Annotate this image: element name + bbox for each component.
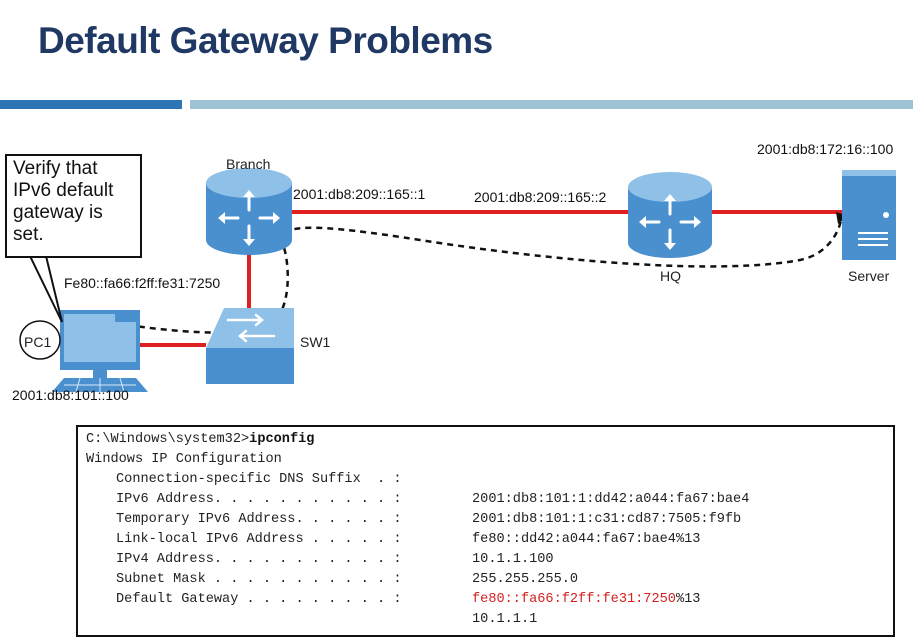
- pc1-label: PC1: [24, 334, 52, 350]
- hq-router-icon: [628, 172, 712, 258]
- console-prompt: C:\Windows\system32>: [86, 432, 250, 447]
- console-row-value: 2001:db8:101:1:c31:cd87:7505:f9fb: [472, 512, 742, 527]
- callout-line: IPv6 default: [13, 180, 114, 201]
- server-icon: [842, 170, 896, 260]
- callout-pointer: [28, 255, 63, 323]
- server-label: Server: [848, 268, 890, 284]
- callout-line: Verify that: [13, 158, 98, 179]
- page-title: Default Gateway Problems: [38, 20, 493, 61]
- server-address: 2001:db8:172:16::100: [757, 141, 894, 157]
- gateway-link-local: fe80::fa66:f2ff:fe31:7250: [472, 592, 676, 607]
- console-row-value: 2001:db8:101:1:dd42:a044:fa67:bae4: [472, 492, 750, 507]
- console-row-label: Subnet Mask . . . . . . . . . . . :: [116, 572, 402, 587]
- console-row-value: 255.255.255.0: [472, 572, 579, 587]
- ipconfig-console: C:\Windows\system32>ipconfig Windows IP …: [76, 425, 895, 637]
- console-command: ipconfig: [249, 432, 315, 447]
- traffic-path: [127, 213, 844, 334]
- gateway-ipv4: 10.1.1.1: [472, 612, 538, 627]
- verify-callout: Verify that IPv6 default gateway is set.: [5, 154, 142, 258]
- console-row-label: Temporary IPv6 Address. . . . . . :: [116, 512, 402, 527]
- default-gateway-value: fe80::fa66:f2ff:fe31:7250%13: [472, 592, 700, 607]
- console-row-label: Default Gateway . . . . . . . . . :: [116, 592, 402, 607]
- hq-label: HQ: [660, 268, 681, 284]
- title-accent-bar: [0, 100, 182, 109]
- callout-line: set.: [13, 224, 44, 245]
- console-command-line: C:\Windows\system32>ipconfig: [86, 432, 314, 447]
- console-row-label: IPv4 Address. . . . . . . . . . . :: [116, 552, 402, 567]
- sw1-switch-icon: [206, 308, 294, 384]
- branch-link-local-address: Fe80::fa66:f2ff:fe31:7250: [64, 275, 221, 291]
- branch-label: Branch: [226, 156, 271, 172]
- console-row-label: Connection-specific DNS Suffix . :: [116, 472, 402, 487]
- console-row-value: 10.1.1.100: [472, 552, 554, 567]
- pc1-address: 2001:db8:101::100: [12, 387, 129, 403]
- console-header: Windows IP Configuration: [86, 452, 282, 467]
- hq-g0-address: 2001:db8:209::165::2: [474, 189, 607, 205]
- gateway-suffix: %13: [675, 592, 701, 607]
- pc1-annotation-circle: [19, 320, 61, 360]
- branch-g0-address: 2001:db8:209::165::1: [293, 186, 426, 202]
- sw1-label: SW1: [300, 334, 331, 350]
- callout-line: gateway is: [13, 202, 103, 223]
- title-underline-bar: [190, 100, 913, 109]
- pc1-computer-icon: [52, 310, 148, 393]
- console-row-label: Link-local IPv6 Address . . . . . :: [116, 532, 402, 547]
- branch-router-icon: [206, 168, 292, 255]
- console-row-label: IPv6 Address. . . . . . . . . . . :: [116, 492, 402, 507]
- console-row-value: fe80::dd42:a044:fa67:bae4%13: [472, 532, 701, 547]
